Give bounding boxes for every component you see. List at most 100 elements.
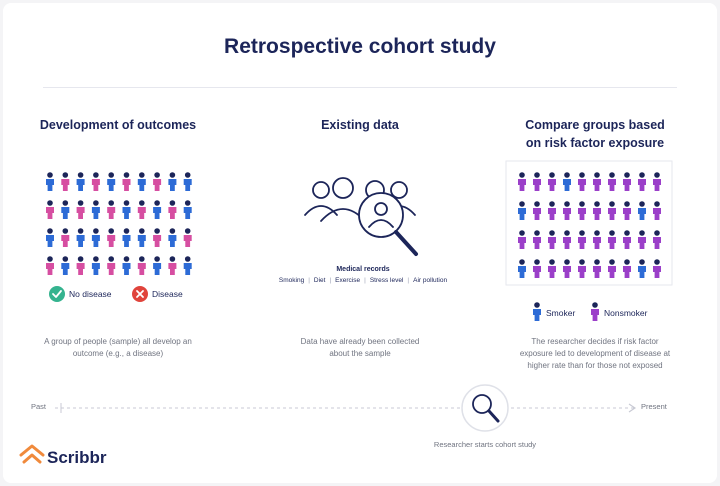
person-icon — [623, 172, 631, 191]
person-icon — [563, 230, 571, 249]
person-icon — [548, 230, 556, 249]
person-icon — [518, 259, 526, 278]
person-icon — [548, 201, 556, 220]
person-icon — [61, 256, 70, 275]
person-icon — [623, 259, 631, 278]
person-icon — [608, 201, 616, 220]
illustrations — [19, 160, 673, 464]
description-middle-line1: Data have already been collected — [300, 337, 420, 346]
person-icon — [122, 228, 131, 247]
person-icon — [107, 172, 116, 191]
person-icon — [183, 172, 192, 191]
legend-nonsmoker-label: Nonsmoker — [604, 308, 648, 318]
description-right-line1: The researcher decides if risk factor — [531, 337, 659, 346]
nonsmoker-legend-figure — [591, 302, 599, 321]
person-icon — [183, 228, 192, 247]
description-middle: Data have already been collected about t… — [265, 336, 455, 360]
person-icon — [107, 228, 116, 247]
person-icon — [46, 200, 54, 219]
person-icon — [518, 230, 526, 249]
person-icon — [168, 256, 177, 275]
person-icon — [638, 230, 646, 249]
heading-compare-line2: on risk factor exposure — [525, 136, 665, 150]
person-icon — [46, 256, 54, 275]
person-icon — [61, 172, 70, 191]
person-icon — [107, 256, 116, 275]
person-icon — [608, 259, 616, 278]
page-title: Retrospective cohort study — [224, 35, 496, 58]
person-icon — [76, 228, 85, 247]
heading-compare-groups: Compare groups based on risk factor expo… — [495, 116, 695, 152]
person-icon — [533, 302, 541, 321]
person-icon — [593, 259, 601, 278]
timeline-event-label: Researcher starts cohort study — [433, 440, 537, 449]
records-title: Medical records — [336, 266, 390, 273]
person-icon — [168, 228, 177, 247]
smoker-legend-figure — [533, 302, 541, 321]
person-icon — [107, 200, 116, 219]
person-icon — [153, 172, 162, 191]
person-icon — [153, 256, 162, 275]
person-icon — [593, 230, 601, 249]
person-icon — [168, 172, 177, 191]
person-icon — [578, 201, 586, 220]
description-right-line2: exposure led to development of disease a… — [519, 349, 671, 358]
person-icon — [518, 172, 526, 191]
person-icon — [76, 172, 85, 191]
person-icon — [122, 172, 131, 191]
person-icon — [578, 259, 586, 278]
description-right-line3: higher rate than for those not exposed — [527, 361, 663, 370]
records-item: Air pollution — [413, 277, 448, 284]
person-icon — [91, 200, 100, 219]
person-icon — [137, 228, 146, 247]
description-right: The researcher decides if risk factor ex… — [491, 336, 699, 372]
person-icon — [563, 172, 571, 191]
person-icon — [578, 230, 586, 249]
person-icon — [122, 200, 131, 219]
legend-smoker-label: Smoker — [546, 308, 576, 318]
person-icon — [533, 230, 541, 249]
description-left-line1: A group of people (sample) all develop a… — [44, 337, 192, 346]
person-icon — [638, 172, 646, 191]
person-icon — [168, 200, 177, 219]
records-items: Smoking|Diet|Exercise|Stress level|Air p… — [243, 277, 483, 284]
magnifier-icon — [461, 384, 509, 432]
person-icon — [61, 200, 70, 219]
person-icon — [548, 259, 556, 278]
timeline-arrow-icon — [628, 403, 637, 413]
person-icon — [76, 256, 85, 275]
timeline-past-label: Past — [31, 402, 47, 411]
legend-no-disease-label: No disease — [69, 289, 112, 299]
records-item: Diet — [313, 277, 326, 284]
description-left-line2: outcome (e.g., a disease) — [72, 349, 164, 358]
records-separator: | — [308, 277, 310, 284]
timeline-present-label: Present — [641, 402, 667, 411]
person-icon — [533, 201, 541, 220]
records-item: Stress level — [369, 277, 404, 284]
records-item: Exercise — [335, 277, 361, 284]
check-circle-icon — [49, 286, 65, 302]
person-icon — [578, 172, 586, 191]
compare-groups-panel — [505, 160, 673, 286]
legend-disease-label: Disease — [152, 289, 183, 299]
records-item: Smoking — [278, 277, 305, 284]
magnifier-people-icon — [304, 177, 418, 256]
person-icon — [653, 230, 661, 249]
person-icon — [46, 172, 54, 191]
person-icon — [563, 259, 571, 278]
person-icon — [61, 228, 70, 247]
person-icon — [653, 259, 661, 278]
description-middle-line2: about the sample — [329, 349, 391, 358]
records-separator: | — [329, 277, 332, 284]
scribbr-logo-icon — [19, 444, 45, 464]
person-icon — [122, 256, 131, 275]
person-icon — [608, 230, 616, 249]
person-icon — [76, 200, 85, 219]
infographic-card: Retrospective cohort study Development o… — [3, 3, 717, 483]
person-icon — [653, 201, 661, 220]
brand-name: Scribbr — [47, 448, 107, 467]
person-icon — [623, 201, 631, 220]
person-icon — [638, 201, 646, 220]
person-icon — [563, 201, 571, 220]
person-icon — [153, 200, 162, 219]
